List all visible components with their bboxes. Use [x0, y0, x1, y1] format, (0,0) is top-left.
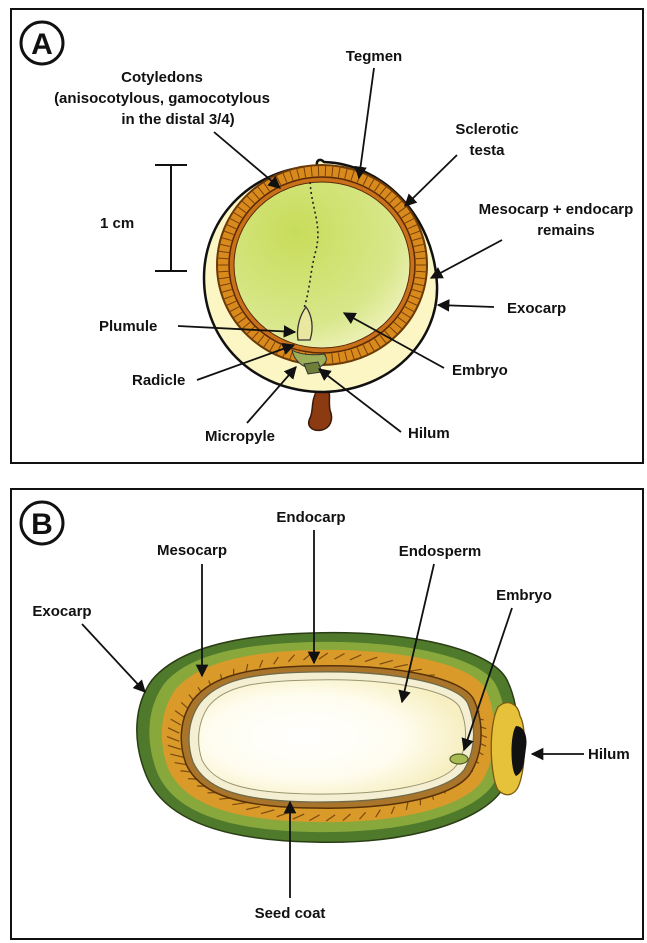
arrow-exocarp-a [438, 305, 494, 307]
label-hilum-a: Hilum [408, 425, 450, 442]
label-exocarp-a: Exocarp [507, 300, 566, 317]
label-tegmen: Tegmen [346, 48, 402, 65]
arrow-mesocarp-endocarp [431, 240, 502, 278]
label-cotyledons-3: in the distal 3/4) [121, 111, 234, 128]
label-hilum-b: Hilum [588, 746, 630, 763]
cotyledons [234, 182, 410, 348]
panel-b-diagram: B Mesocarp Endocarp Endosperm Embryo Exo… [12, 490, 646, 942]
label-embryo-a: Embryo [452, 362, 508, 379]
label-micropyle: Micropyle [205, 428, 275, 445]
label-cotyledons-1: Cotyledons [121, 69, 203, 86]
arrow-cotyledons [214, 132, 280, 188]
label-endocarp-b: Endocarp [276, 509, 345, 526]
label-cotyledons-2: (anisocotylous, gamocotylous [54, 90, 270, 107]
scale-bar-label: 1 cm [100, 215, 134, 232]
label-exocarp-b: Exocarp [32, 603, 91, 620]
label-endosperm: Endosperm [399, 543, 482, 560]
badge-b: B [31, 508, 53, 541]
label-plumule: Plumule [99, 318, 157, 335]
arrow-tegmen [359, 68, 374, 178]
hilum-b [512, 726, 527, 776]
panel-b: B Mesocarp Endocarp Endosperm Embryo Exo… [10, 488, 644, 940]
label-radicle: Radicle [132, 372, 185, 389]
arrow-exocarp-b [82, 624, 145, 692]
label-embryo-b: Embryo [496, 587, 552, 604]
badge-a: A [31, 28, 53, 61]
arrow-sclerotic [405, 155, 457, 206]
panel-a: A 1 cm Cotyledons (anisocotylous, gamoco… [10, 8, 644, 464]
endosperm [199, 680, 466, 794]
label-sclerotic-1: Sclerotic [455, 121, 518, 138]
embryo-b [450, 754, 468, 764]
label-seed-coat: Seed coat [255, 905, 326, 922]
label-mesocarp-b: Mesocarp [157, 542, 227, 559]
label-mesocarp-endocarp-1: Mesocarp + endocarp [479, 201, 634, 218]
label-mesocarp-endocarp-2: remains [537, 222, 595, 239]
panel-a-diagram: A 1 cm Cotyledons (anisocotylous, gamoco… [12, 10, 646, 466]
label-sclerotic-2: testa [469, 142, 505, 159]
